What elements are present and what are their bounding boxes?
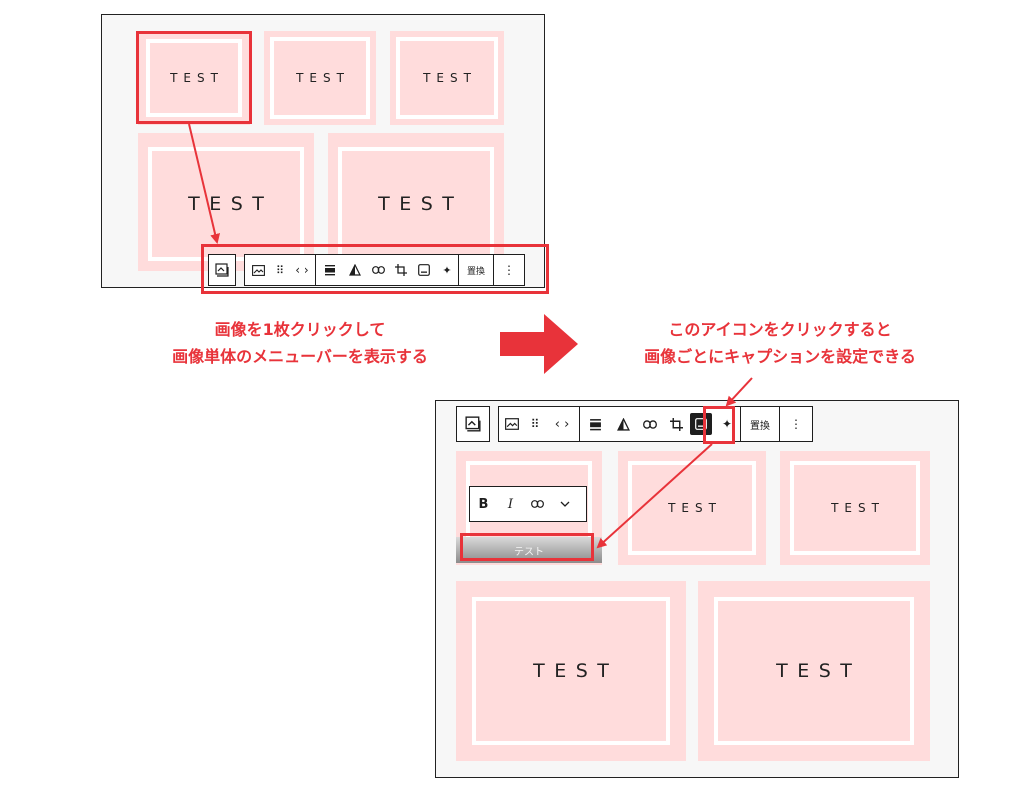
image-icon[interactable] <box>499 407 525 441</box>
italic-button[interactable]: I <box>507 496 514 512</box>
gallery-image-4[interactable]: TEST <box>456 581 686 761</box>
gallery-image-1[interactable]: TEST <box>138 31 250 125</box>
replace-button[interactable]: 置換 <box>750 420 770 432</box>
caption-format-toolbar: B I <box>469 486 587 522</box>
align-icon[interactable] <box>580 407 610 441</box>
arrow-icon-to-caption <box>596 443 713 549</box>
gallery-image-5[interactable]: TEST <box>328 133 504 271</box>
right-arrow-shape <box>500 314 578 374</box>
link-icon[interactable] <box>524 500 551 508</box>
annotation-right-line2: 画像ごとにキャプションを設定できる <box>644 347 916 366</box>
annotation-left-line1: 画像を1枚クリックして <box>214 320 386 339</box>
gallery-image-5[interactable]: TEST <box>698 581 930 761</box>
image-text: TEST <box>831 501 885 515</box>
gallery-block-icon[interactable] <box>457 407 489 441</box>
toolbar-main-group: ⠿ ‹ › ✦ 置換 ⋮ <box>244 254 525 286</box>
more-vertical-icon[interactable]: ⋮ <box>790 417 802 431</box>
toolbar-separator <box>740 407 741 441</box>
drag-handle-icon[interactable]: ⠿ <box>275 263 285 277</box>
editor-panel-before: TEST TEST TEST TEST TEST <box>101 14 545 288</box>
caption-icon[interactable] <box>688 407 714 441</box>
duotone-filter-icon[interactable] <box>344 255 366 285</box>
caption-highlight <box>460 533 594 561</box>
chevron-down-icon[interactable] <box>551 501 578 507</box>
sparkle-ai-icon[interactable]: ✦ <box>721 417 733 431</box>
image-text: TEST <box>423 71 477 85</box>
gallery-block-icon[interactable] <box>209 255 235 285</box>
annotation-left: 画像を1枚クリックして 画像単体のメニューバーを表示する <box>150 316 450 370</box>
gallery-image-3[interactable]: TEST <box>780 451 930 565</box>
image-toolbar-top: ⠿ ‹ › ✦ 置換 ⋮ <box>208 254 525 286</box>
toolbar-separator <box>579 407 580 441</box>
duotone-filter-icon[interactable] <box>610 407 636 441</box>
image-text: TEST <box>170 71 224 85</box>
link-icon[interactable] <box>366 255 390 285</box>
annotation-left-line2: 画像単体のメニューバーを表示する <box>172 347 428 366</box>
selected-image-highlight <box>136 31 252 124</box>
toolbar-highlight <box>201 244 549 294</box>
image-toolbar-bottom: ⠿ ‹ › ✦ 置換 ⋮ <box>456 406 813 442</box>
toolbar-separator <box>458 255 459 285</box>
image-text: TEST <box>533 660 619 682</box>
toolbar-separator <box>779 407 780 441</box>
move-arrows-icon[interactable]: ‹ › <box>554 416 570 432</box>
replace-button[interactable]: 置換 <box>466 266 485 277</box>
caption-icon-highlight <box>703 406 735 444</box>
toolbar-block-group <box>456 406 490 442</box>
drag-handle-icon[interactable]: ⠿ <box>530 417 540 431</box>
toolbar-separator <box>493 255 494 285</box>
image-text: TEST <box>378 193 464 215</box>
annotation-right: このアイコンをクリックすると 画像ごとにキャプションを設定できる <box>580 316 980 370</box>
bold-button[interactable]: B <box>478 496 489 512</box>
caption-icon[interactable] <box>412 255 436 285</box>
gallery-image-2[interactable]: TEST <box>618 451 766 565</box>
image-text: TEST <box>296 71 350 85</box>
image-text: TEST <box>668 501 722 515</box>
sparkle-ai-icon[interactable]: ✦ <box>442 263 452 277</box>
arrow-toolbar-to-icon <box>725 377 753 407</box>
crop-icon[interactable] <box>390 255 412 285</box>
toolbar-separator <box>315 255 316 285</box>
gallery-image-4[interactable]: TEST <box>138 133 314 271</box>
crop-icon[interactable] <box>664 407 688 441</box>
image-text: TEST <box>776 660 862 682</box>
gallery-image-2[interactable]: TEST <box>264 31 376 125</box>
more-vertical-icon[interactable]: ⋮ <box>503 263 515 277</box>
arrow-image-to-toolbar <box>188 123 221 244</box>
toolbar-block-group <box>208 254 236 286</box>
link-icon[interactable] <box>636 407 664 441</box>
move-arrows-icon[interactable]: ‹ › <box>295 263 309 277</box>
toolbar-main-group: ⠿ ‹ › ✦ 置換 ⋮ <box>498 406 813 442</box>
gallery-image-3[interactable]: TEST <box>390 31 504 125</box>
image-icon[interactable] <box>245 255 271 285</box>
annotation-right-line1: このアイコンをクリックすると <box>668 320 892 339</box>
align-icon[interactable] <box>316 255 344 285</box>
